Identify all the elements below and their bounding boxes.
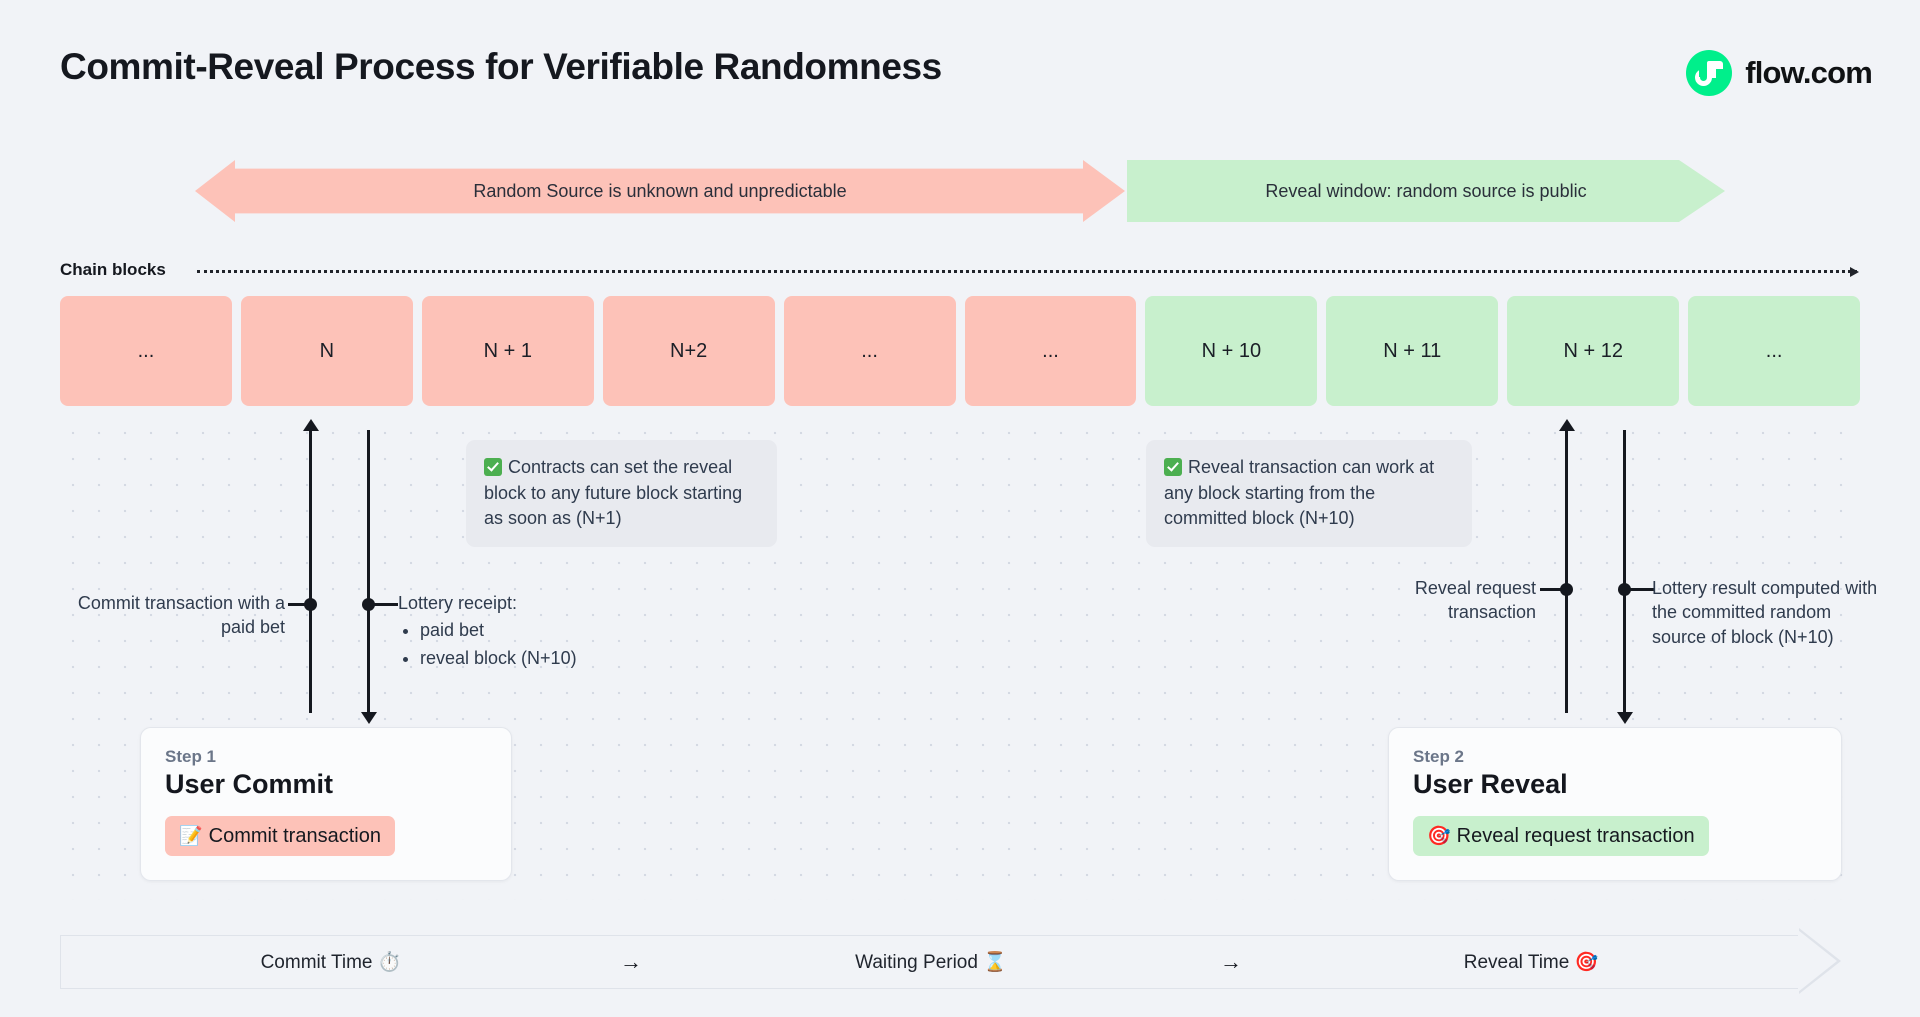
arrow-head-up-icon (1558, 419, 1575, 431)
result-connector-stub (1628, 588, 1654, 591)
chain-block: ... (60, 296, 232, 406)
phase-arrow-reveal: Reveal window: random source is public (1127, 160, 1725, 222)
brand-logo: flow.com (1686, 50, 1873, 96)
chain-block: ... (964, 296, 1137, 406)
timeline-segment-reveal: Reveal Time 🎯 (1463, 952, 1599, 973)
callout-text: Contracts can set the reveal block to an… (484, 457, 743, 529)
reveal-connector-stub (1540, 588, 1570, 591)
commit-connector-stub (288, 603, 314, 606)
step-title: User Commit (165, 769, 334, 799)
label-lottery-receipt: Lottery receipt: paid bet reveal block (… (398, 591, 688, 670)
chain-block: N + 12 (1507, 296, 1680, 406)
arrow-head-down-icon (1616, 712, 1633, 724)
result-connector-dot (1618, 583, 1631, 596)
timeline-arrow-head-icon (1798, 928, 1841, 994)
timeline-arrow-icon: → (1220, 949, 1242, 974)
bottom-timeline: Commit Time ⏱️ → Waiting Period ⌛ → Reve… (60, 935, 1802, 989)
chip-label: Reveal request transaction (1456, 825, 1695, 847)
list-item: reveal block (N+10) (420, 646, 688, 670)
lottery-result-text: Lottery result computed with the committ… (1652, 578, 1878, 647)
reveal-connector-line (1558, 419, 1575, 713)
chain-block: N (240, 296, 413, 406)
arrow-head-up-icon (302, 419, 319, 431)
chain-block: N + 1 (421, 296, 594, 406)
phase-arrow-unknown: Random Source is unknown and unpredictab… (195, 160, 1125, 222)
commit-transaction-chip[interactable]: 📝Commit transaction (165, 816, 395, 856)
timeline-arrow-icon: → (620, 949, 642, 974)
label-reveal-request: Reveal request transaction (1350, 576, 1536, 625)
chain-block: N + 11 (1326, 296, 1499, 406)
chain-blocks-label: Chain blocks (60, 260, 166, 279)
lottery-receipt-title: Lottery receipt: (398, 593, 518, 613)
chain-block: ... (783, 296, 956, 406)
page-title: Commit-Reveal Process for Verifiable Ran… (60, 46, 942, 87)
check-mark-icon (1164, 458, 1182, 476)
label-lottery-result: Lottery result computed with the committ… (1652, 576, 1882, 649)
step-card-user-commit[interactable]: Step 1 User Commit 📝Commit transaction (140, 727, 512, 881)
flow-logo-icon (1686, 50, 1733, 96)
chain-axis-line (197, 267, 1859, 277)
receipt-connector-dot (362, 598, 375, 611)
reveal-request-text: Reveal request transaction (1414, 578, 1536, 623)
step-kicker: Step 2 (1413, 747, 1465, 766)
step-kicker: Step 1 (165, 747, 217, 766)
check-mark-icon (484, 458, 502, 476)
phase-arrow-band: Random Source is unknown and unpredictab… (195, 160, 1725, 222)
chain-block: ... (1688, 296, 1861, 406)
chain-block: N + 10 (1145, 296, 1318, 406)
callout-text: Reveal transaction can work at any block… (1164, 457, 1435, 529)
result-connector-line (1616, 430, 1633, 724)
commit-transaction-text: Commit transaction with a paid bet (77, 593, 285, 638)
brand-name: flow.com (1745, 55, 1873, 90)
timeline-segment-commit: Commit Time ⏱️ (260, 952, 402, 973)
callout-reveal-any-block: Reveal transaction can work at any block… (1146, 440, 1472, 547)
label-commit-transaction: Commit transaction with a paid bet (70, 591, 285, 640)
receipt-connector-line (360, 430, 377, 724)
step-title: User Reveal (1413, 769, 1568, 799)
lottery-receipt-list: paid bet reveal block (N+10) (398, 618, 688, 670)
chip-label: Commit transaction (208, 825, 381, 847)
chain-blocks-row: ... N N + 1 N+2 ... ... N + 10 N + 11 N … (60, 296, 1861, 406)
target-icon: 🎯 (1427, 826, 1451, 847)
phase-unknown-label: Random Source is unknown and unpredictab… (473, 180, 847, 201)
phase-reveal-label: Reveal window: random source is public (1265, 180, 1587, 201)
arrow-head-down-icon (360, 712, 377, 724)
chain-block: N+2 (602, 296, 775, 406)
callout-contracts-reveal-block: Contracts can set the reveal block to an… (466, 440, 777, 547)
step-card-user-reveal[interactable]: Step 2 User Reveal 🎯Reveal request trans… (1388, 727, 1842, 881)
timeline-segment-waiting: Waiting Period ⌛ (855, 952, 1007, 973)
reveal-request-chip[interactable]: 🎯Reveal request transaction (1413, 816, 1709, 856)
memo-icon: 📝 (179, 826, 203, 847)
receipt-connector-stub (372, 603, 398, 606)
commit-connector-line (302, 419, 319, 713)
list-item: paid bet (420, 618, 688, 642)
